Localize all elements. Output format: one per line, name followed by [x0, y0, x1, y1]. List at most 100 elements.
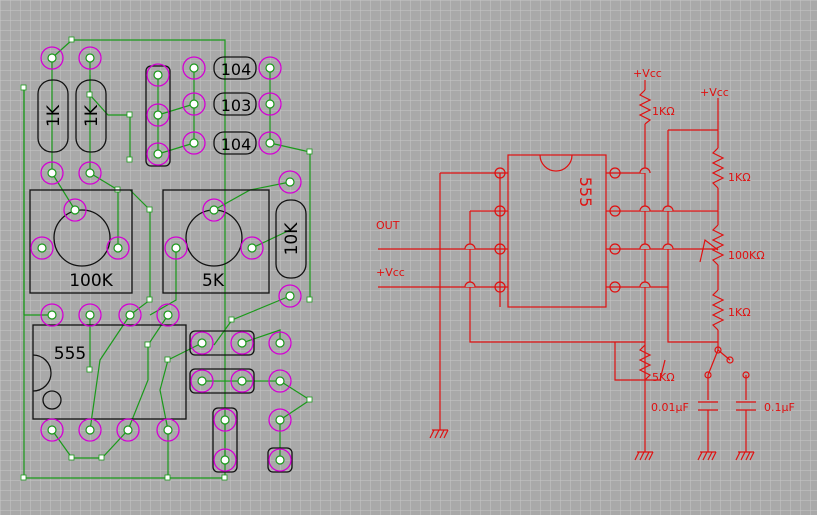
schematic-ic-555-body[interactable]: [507, 154, 607, 308]
pcb-pad[interactable]: [182, 131, 206, 155]
ic-555-body[interactable]: [32, 324, 187, 420]
pcb-pad[interactable]: [40, 303, 64, 327]
schematic-terminal[interactable]: [704, 371, 712, 379]
capacitor-104-label-1: 104: [221, 60, 252, 79]
schematic-pin[interactable]: [609, 243, 621, 255]
pcb-pad[interactable]: [230, 331, 254, 355]
schematic-pin[interactable]: [494, 281, 506, 293]
pcb-pad[interactable]: [258, 56, 282, 80]
resistor-1k-body-1[interactable]: [37, 79, 69, 153]
schematic-terminal[interactable]: [742, 371, 750, 379]
pcb-pad[interactable]: [164, 236, 188, 260]
pcb-pad-hole: [37, 243, 47, 253]
pcb-pad-hole: [47, 168, 57, 178]
pcb-pad[interactable]: [268, 448, 292, 472]
pot-5k-label: 5K: [202, 271, 225, 291]
pcb-pad[interactable]: [240, 236, 264, 260]
pcb-pad[interactable]: [182, 92, 206, 116]
pcb-pad[interactable]: [40, 418, 64, 442]
schematic-pin[interactable]: [494, 243, 506, 255]
resistor-1k-body-2[interactable]: [75, 79, 107, 153]
pcb-pad[interactable]: [258, 131, 282, 155]
pcb-pad[interactable]: [230, 369, 254, 393]
schematic-terminal[interactable]: [726, 356, 734, 364]
pcb-pad[interactable]: [40, 46, 64, 70]
pcb-pad[interactable]: [78, 303, 102, 327]
pcb-pad[interactable]: [146, 103, 170, 127]
pcb-pad[interactable]: [268, 369, 292, 393]
pcb-pad-hole: [163, 425, 173, 435]
pot-100k-body[interactable]: [29, 189, 133, 294]
schematic-pin[interactable]: [494, 205, 506, 217]
pcb-pad-hole: [265, 138, 275, 148]
pcb-pad[interactable]: [190, 369, 214, 393]
pcb-pad[interactable]: [78, 161, 102, 185]
pcb-pad[interactable]: [202, 198, 226, 222]
jumper-block-lower-left[interactable]: [212, 407, 238, 473]
pcb-pad-hole: [85, 425, 95, 435]
pcb-pad[interactable]: [258, 92, 282, 116]
pcb-pad[interactable]: [146, 142, 170, 166]
pcb-pad[interactable]: [182, 56, 206, 80]
capacitor-104-body-1[interactable]: [213, 56, 257, 80]
schematic-wire-crossover: [464, 281, 476, 288]
pcb-pad-hole: [209, 205, 219, 215]
pcb-pad-hole: [247, 243, 257, 253]
pcb-pad-hole: [189, 138, 199, 148]
schematic-wire-crossover: [662, 205, 674, 212]
pcb-pad-hole: [275, 455, 285, 465]
pcb-pad-hole: [85, 53, 95, 63]
schematic-terminal[interactable]: [714, 346, 722, 354]
jumper-block-upper[interactable]: [189, 330, 255, 356]
schematic-pot-5k-label: 5KΩ: [652, 371, 675, 384]
pcb-pad-hole: [220, 455, 230, 465]
pcb-pad[interactable]: [63, 198, 87, 222]
pcb-pad-hole: [153, 110, 163, 120]
pcb-pad[interactable]: [156, 418, 180, 442]
schematic-pin[interactable]: [609, 205, 621, 217]
pot-5k-body[interactable]: [162, 189, 270, 294]
pcb-pad[interactable]: [190, 331, 214, 355]
pcb-pad[interactable]: [213, 448, 237, 472]
schematic-diagram: 555: [376, 67, 795, 461]
pcb-pad[interactable]: [78, 418, 102, 442]
schematic-wire-crossover: [662, 243, 674, 250]
schematic-wire-crossover: [639, 281, 651, 288]
schematic-pin[interactable]: [494, 167, 506, 179]
schematic-pin[interactable]: [609, 167, 621, 179]
pcb-pad[interactable]: [116, 418, 140, 442]
jumper-block-middle[interactable]: [189, 368, 255, 394]
capacitor-103-body[interactable]: [213, 92, 257, 116]
schematic-pins[interactable]: [464, 167, 750, 379]
pot-100k-label: 100K: [69, 271, 113, 291]
schematic-wire-crossover: [464, 243, 476, 250]
schematic-pin[interactable]: [609, 281, 621, 293]
pcb-pad[interactable]: [30, 236, 54, 260]
pcb-pad[interactable]: [268, 331, 292, 355]
pcb-pad[interactable]: [156, 303, 180, 327]
pcb-pad[interactable]: [146, 63, 170, 87]
pcb-layout: 1K 1K 104 103 104 100K 5K 10K 555: [20, 36, 313, 481]
schematic-ground-symbols: [429, 429, 755, 461]
pot-100k-knob: [53, 209, 111, 267]
pcb-pad[interactable]: [118, 303, 142, 327]
pcb-pad[interactable]: [278, 284, 302, 308]
jumper-block-lower-right[interactable]: [267, 447, 293, 473]
pcb-pad-hole: [47, 53, 57, 63]
capacitor-104-body-2[interactable]: [213, 131, 257, 155]
pcb-pad[interactable]: [278, 170, 302, 194]
pcb-pads[interactable]: [30, 46, 302, 472]
resistor-10k-body[interactable]: [275, 199, 307, 279]
pcb-pad-hole: [237, 376, 247, 386]
pcb-pad[interactable]: [40, 161, 64, 185]
jumper-block-top[interactable]: [145, 65, 171, 167]
pcb-pad-hole: [163, 310, 173, 320]
pcb-pad-hole: [85, 310, 95, 320]
pcb-pad[interactable]: [78, 46, 102, 70]
pcb-pad[interactable]: [106, 236, 130, 260]
pcb-pad-hole: [197, 338, 207, 348]
pcb-pad[interactable]: [268, 408, 292, 432]
pcb-pad[interactable]: [213, 408, 237, 432]
